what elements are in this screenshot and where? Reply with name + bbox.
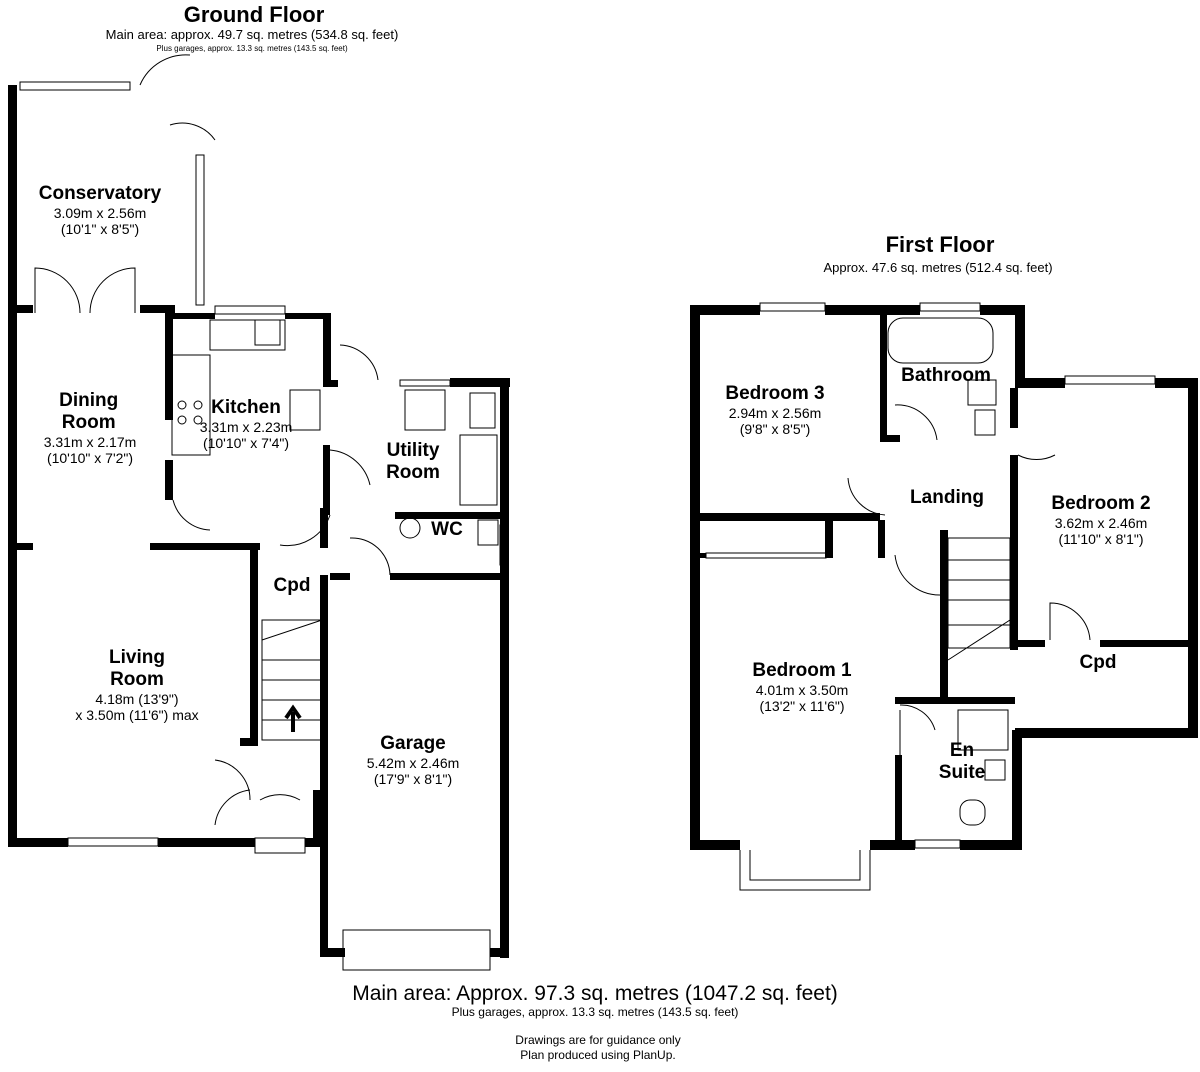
room-cpd-ground: Cpd (273, 575, 311, 596)
ground-floor-main-area: Main area: approx. 49.7 sq. metres (534.… (105, 27, 399, 42)
planup-note: Plan produced using PlanUp. (520, 1048, 676, 1062)
room-name: Conservatory (38, 183, 162, 204)
room-dims-imperial: (10'1" x 8'5") (60, 220, 140, 237)
room-landing: Landing (910, 487, 984, 508)
first-floor-fixtures (705, 302, 1156, 891)
room-dims-imperial: (10'10" x 7'2") (46, 449, 134, 466)
room-cpd-first: Cpd (1079, 652, 1117, 673)
room-name: Bedroom 3 (725, 383, 825, 404)
guidance-note: Drawings are for guidance only (515, 1033, 681, 1047)
room-dims-imperial: (17'9" x 8'1") (373, 770, 453, 787)
room-dims-imperial: (11'10" x 8'1") (1058, 530, 1144, 547)
room-dims: 3.31m x 2.17m (43, 433, 137, 450)
ground-floor-title: Ground Floor (183, 2, 325, 27)
room-bathroom: Bathroom (901, 365, 991, 386)
room-dims: 3.62m x 2.46m (1054, 514, 1148, 531)
room-dims-imperial: (10'10" x 7'4") (202, 434, 290, 451)
room-dims-imperial: (13'2" x 11'6") (759, 697, 845, 714)
ground-floor-garages: Plus garages, approx. 13.3 sq. metres (1… (156, 44, 348, 53)
room-name: Garage (380, 733, 446, 754)
room-dims: 4.01m x 3.50m (755, 681, 849, 698)
room-dims: 5.42m x 2.46m (366, 754, 460, 771)
room-dims: 3.31m x 2.23m (199, 418, 293, 435)
first-floor-title: First Floor (885, 232, 995, 257)
room-name: Kitchen (211, 397, 281, 418)
room-dims-imperial: x 3.50m (11'6") max (75, 706, 199, 723)
total-main-area: Main area: Approx. 97.3 sq. metres (1047… (352, 982, 838, 1005)
room-name: Bedroom 2 (1051, 493, 1151, 514)
room-utility: Utility Room (386, 440, 440, 483)
room-dims: 3.09m x 2.56m (53, 204, 147, 221)
room-name: Dining Room (59, 390, 119, 433)
room-wc: WC (431, 519, 463, 540)
ground-floor-fixtures (19, 54, 509, 971)
room-dims: 2.94m x 2.56m (728, 404, 822, 421)
total-garages: Plus garages, approx. 13.3 sq. metres (1… (451, 1005, 739, 1019)
room-dims: 4.18m (13'9") (95, 690, 179, 707)
room-dims-imperial: (9'8" x 8'5") (739, 420, 811, 437)
room-name: Bedroom 1 (752, 660, 852, 681)
first-floor-walls (690, 305, 1198, 850)
first-floor-area: Approx. 47.6 sq. metres (512.4 sq. feet) (823, 260, 1053, 275)
room-name: Living Room (109, 647, 165, 690)
ground-floor-walls (8, 85, 510, 958)
room-en-suite: En Suite (938, 740, 986, 783)
